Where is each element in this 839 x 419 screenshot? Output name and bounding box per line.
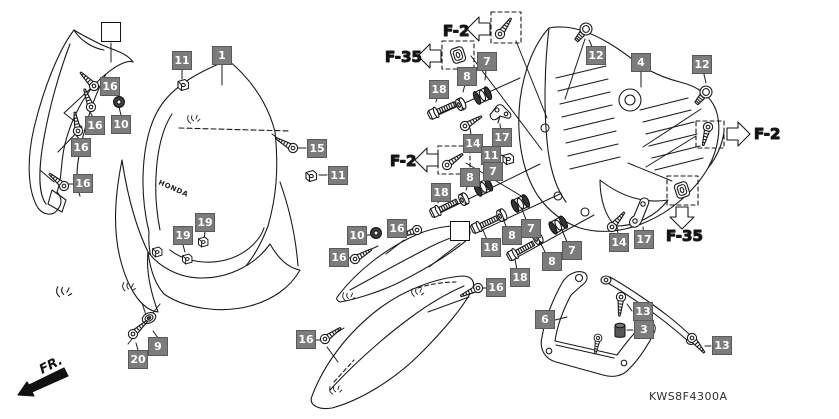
ref-label: F-35 xyxy=(385,48,422,66)
part-label-16: 16 xyxy=(329,248,349,267)
part-label-18: 18 xyxy=(431,183,451,202)
part-label-17: 17 xyxy=(492,128,512,147)
ref-label: F-2 xyxy=(390,152,416,170)
part-label-16: 16 xyxy=(100,77,120,96)
part-label-8: 8 xyxy=(460,168,480,187)
part-label-11: 11 xyxy=(481,146,501,165)
part-label-16: 16 xyxy=(71,138,91,157)
part-label-8: 8 xyxy=(457,67,477,86)
ref-f35-top: F-35 xyxy=(384,40,475,70)
ref-label: F-2 xyxy=(443,22,469,40)
part-label-13: 13 xyxy=(712,336,732,355)
part-label-1: 1 xyxy=(212,46,232,65)
part-label-4: 4 xyxy=(631,53,651,72)
part-label-16: 16 xyxy=(296,330,316,349)
part-label-18: 18 xyxy=(481,238,501,257)
part-label-12: 12 xyxy=(692,55,712,74)
stay-bracket-right xyxy=(629,197,650,228)
part-label-19: 19 xyxy=(173,226,193,245)
part-label-16: 16 xyxy=(387,219,407,238)
part-label-3: 3 xyxy=(634,320,654,339)
part-label-6: 6 xyxy=(535,310,555,329)
part-label-16: 16 xyxy=(73,174,93,193)
part-label-8: 8 xyxy=(542,252,562,271)
ref-f2-mid: F-2 xyxy=(389,145,471,175)
part-label-7: 7 xyxy=(483,162,503,181)
ref-f2-right: F-2 xyxy=(695,120,781,149)
inner-cover xyxy=(518,26,725,232)
part-label-14: 14 xyxy=(463,134,483,153)
part-label-18: 18 xyxy=(429,80,449,99)
ref-label: F-2 xyxy=(754,125,780,143)
empty-label-box xyxy=(101,22,121,42)
part-label-15: 15 xyxy=(307,139,327,158)
part-label-10: 10 xyxy=(111,115,131,134)
part-label-7: 7 xyxy=(477,52,497,71)
diagram-code: KWS8F4300A xyxy=(649,390,728,403)
part-label-16: 16 xyxy=(486,278,506,297)
part-label-9: 9 xyxy=(148,337,168,356)
part-label-19: 19 xyxy=(195,213,215,232)
part-label-7: 7 xyxy=(521,219,541,238)
ref-f35-bottom: F-35 xyxy=(665,175,703,246)
part-label-20: 20 xyxy=(128,350,148,369)
part-label-11: 11 xyxy=(172,51,192,70)
part-label-8: 8 xyxy=(502,226,522,245)
part-label-10: 10 xyxy=(347,226,367,245)
part-label-13: 13 xyxy=(633,302,653,321)
part-label-7: 7 xyxy=(562,241,582,260)
part-label-16: 16 xyxy=(85,116,105,135)
part-label-14: 14 xyxy=(609,233,629,252)
part-label-18: 18 xyxy=(510,268,530,287)
stay-bracket-left xyxy=(489,104,512,124)
part-label-11: 11 xyxy=(328,166,348,185)
front-cowl: HONDA xyxy=(114,159,301,313)
part-label-17: 17 xyxy=(634,230,654,249)
ref-label: F-35 xyxy=(666,227,703,245)
ref-f2-top: F-2 xyxy=(442,11,522,44)
part-label-12: 12 xyxy=(586,46,606,65)
empty-label-box xyxy=(450,221,470,241)
